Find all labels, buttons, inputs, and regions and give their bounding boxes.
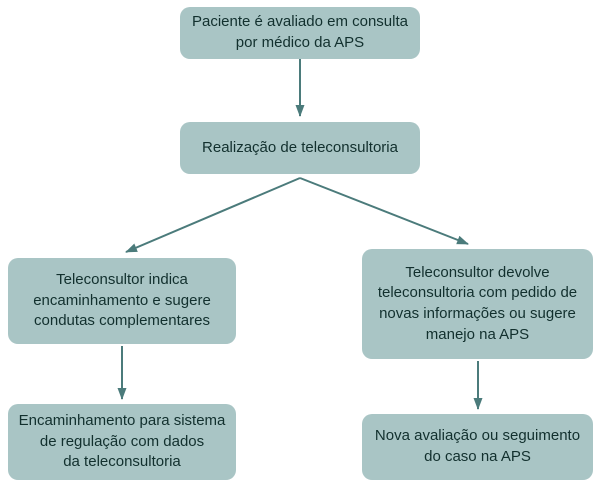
- node-teleconsultant-referral: Teleconsultor indica encaminhamento e su…: [8, 258, 236, 344]
- node-new-evaluation-aps: Nova avaliação ou seguimento do caso na …: [362, 414, 593, 480]
- node-teleconsultant-returns: Teleconsultor devolve teleconsultoria co…: [362, 249, 593, 359]
- arrow-tele-to-left: [125, 177, 301, 253]
- arrow-tele-to-right: [299, 177, 469, 245]
- node-regulation-system-referral: Encaminhamento para sistema de regulação…: [8, 404, 236, 480]
- node-patient-evaluated-aps: Paciente é avaliado em consulta por médi…: [180, 7, 420, 59]
- node-teleconsultation: Realização de teleconsultoria: [180, 122, 420, 174]
